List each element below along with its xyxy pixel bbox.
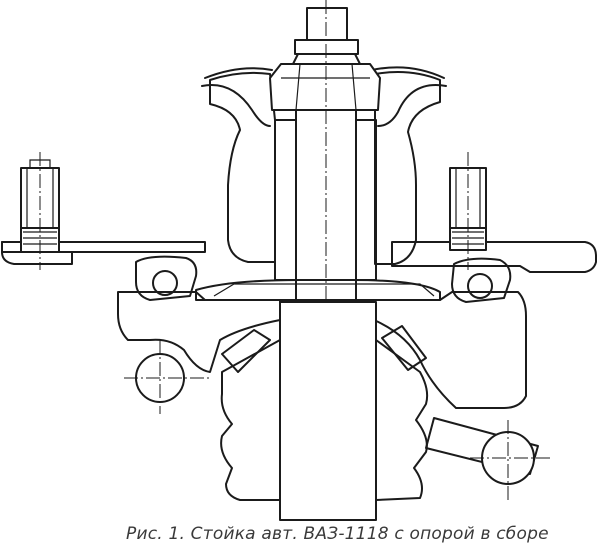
inner-bushing-left <box>274 119 297 281</box>
inner-bushing-right <box>355 119 377 281</box>
strut-tube <box>279 301 377 521</box>
bearing-cup-inner <box>213 283 435 297</box>
upper-mount-rubber-right <box>374 71 441 265</box>
bearing-right <box>381 325 427 371</box>
lever-joint-axis <box>470 420 552 500</box>
bearing-cup <box>195 279 441 301</box>
upper-mount-shell <box>201 66 447 127</box>
left-pivot-axis <box>124 340 210 414</box>
spring-seat-right <box>375 339 429 501</box>
rod-nut <box>269 53 381 111</box>
body-mount-plate-left-lip <box>1 241 73 265</box>
lower-support-right <box>373 291 527 409</box>
spring-seat-left <box>220 339 281 501</box>
upper-mount-rubber-left <box>209 71 276 263</box>
lower-support-left <box>117 291 281 373</box>
left-seal <box>135 255 198 301</box>
figure-caption: Рис. 1. Стойка авт. ВАЗ-1118 с опорой в … <box>126 524 549 544</box>
bearing-left <box>221 329 271 373</box>
